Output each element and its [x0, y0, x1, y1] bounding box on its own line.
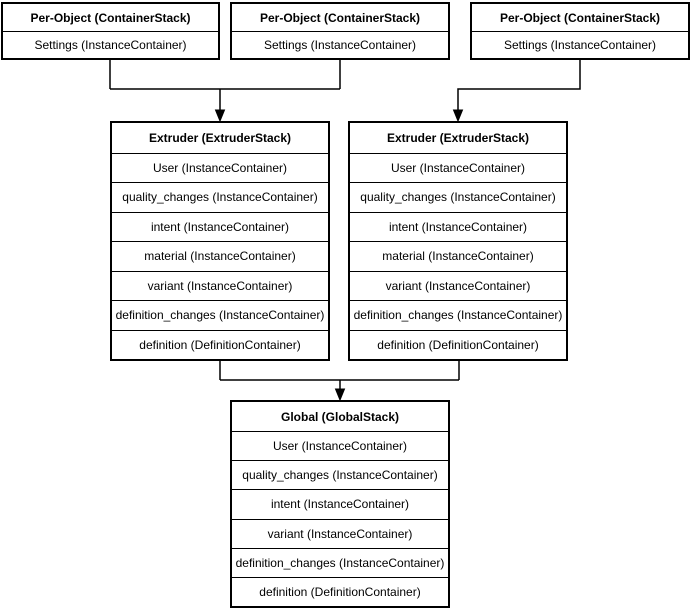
row-variant: variant (InstanceContainer) [232, 518, 448, 548]
row-settings: Settings (InstanceContainer) [3, 31, 218, 58]
stack-per-object-2: Per-Object (ContainerStack) Settings (Ins… [230, 2, 450, 60]
row-intent: intent (InstanceContainer) [232, 489, 448, 518]
stack-title: Per-Object (ContainerStack) [259, 10, 421, 25]
row-variant: variant (InstanceContainer) [112, 270, 328, 301]
arrowhead-extruder-1 [214, 109, 226, 123]
row-definition_changes: definition_changes (InstanceContainer) [350, 300, 566, 330]
row-definition_changes: definition_changes (InstanceContainer) [112, 300, 328, 330]
arrowhead-extruder-2 [452, 109, 464, 123]
row-definition_changes: definition_changes (InstanceContainer) [232, 547, 448, 577]
connector-perobject-to-extruder-2 [457, 60, 581, 111]
connector-extruders-to-global [219, 361, 460, 390]
stack-title: Per-Object (ContainerStack) [30, 10, 191, 25]
stack-per-object-3: Per-Object (ContainerStack) Settings (Ins… [470, 2, 690, 60]
row-material: material (InstanceContainer) [350, 241, 566, 271]
connector-perobject-to-extruder-1 [109, 60, 341, 111]
stack-title: Extruder (ExtruderStack) [148, 130, 292, 145]
row-variant: variant (InstanceContainer) [350, 270, 566, 301]
row-settings: Settings (InstanceContainer) [232, 31, 448, 58]
row-definition: definition (DefinitionContainer) [232, 576, 448, 606]
row-user: User (InstanceContainer) [232, 431, 448, 460]
row-quality_changes: quality_changes (InstanceContainer) [232, 460, 448, 489]
row-user: User (InstanceContainer) [112, 152, 328, 183]
stack-extruder-1: Extruder (ExtruderStack) User (InstanceCo… [110, 121, 330, 361]
stack-title: Global (GlobalStack) [280, 409, 400, 424]
row-quality_changes: quality_changes (InstanceContainer) [350, 182, 566, 212]
stack-title: Per-Object (ContainerStack) [499, 10, 661, 25]
row-user: User (InstanceContainer) [350, 152, 566, 183]
row-intent: intent (InstanceContainer) [112, 211, 328, 242]
arrowhead-global [334, 388, 346, 402]
row-intent: intent (InstanceContainer) [350, 211, 566, 242]
stack-per-object-1: Per-Object (ContainerStack) Settings (Ins… [1, 2, 220, 60]
stack-global: Global (GlobalStack) User (InstanceContai… [230, 400, 450, 608]
row-settings: Settings (InstanceContainer) [472, 31, 688, 58]
stack-extruder-2: Extruder (ExtruderStack) User (InstanceCo… [348, 121, 568, 361]
stack-title: Extruder (ExtruderStack) [386, 130, 530, 145]
row-definition: definition (DefinitionContainer) [112, 329, 328, 360]
row-definition: definition (DefinitionContainer) [350, 329, 566, 360]
row-material: material (InstanceContainer) [112, 241, 328, 271]
row-quality_changes: quality_changes (InstanceContainer) [112, 182, 328, 212]
